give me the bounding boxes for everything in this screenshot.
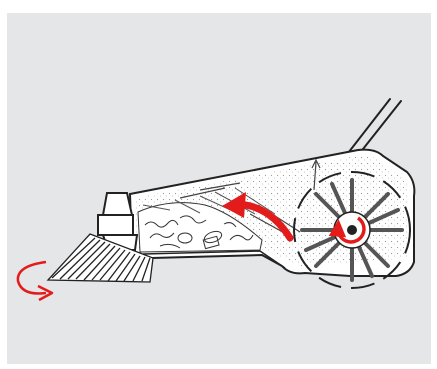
main-brush-roller xyxy=(294,172,410,288)
